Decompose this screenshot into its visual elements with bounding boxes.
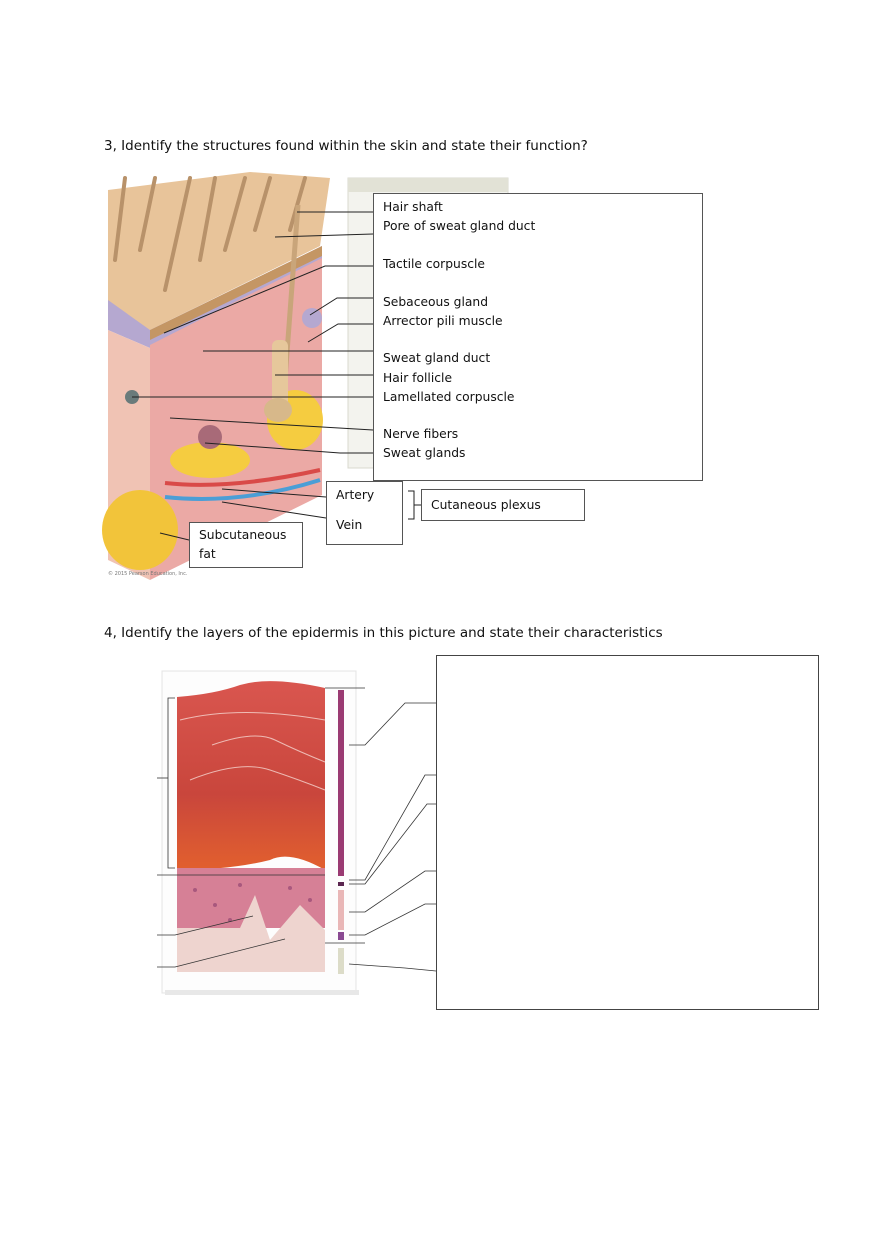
label-fat: fat (199, 547, 216, 561)
label-pore: Pore of sweat gland duct (383, 219, 536, 233)
label-sweat-gland-duct: Sweat gland duct (383, 351, 491, 365)
fat-box (189, 522, 303, 568)
question-4: 4, Identify the layers of the epidermis … (104, 625, 663, 641)
label-sweat-glands: Sweat glands (383, 446, 466, 460)
vessel-box (326, 481, 403, 545)
label-arrector-pili: Arrector pili muscle (383, 314, 503, 328)
label-sebaceous-gland: Sebaceous gland (383, 295, 489, 309)
label-hair-follicle: Hair follicle (383, 371, 453, 385)
answer-box[interactable] (436, 655, 819, 1010)
copyright-text: © 2015 Pearson Education, Inc. (108, 571, 188, 577)
label-nerve-fibers: Nerve fibers (383, 427, 459, 441)
label-tactile-corpuscle: Tactile corpuscle (383, 257, 485, 271)
question-3: 3, Identify the structures found within … (104, 138, 588, 154)
label-hair-shaft: Hair shaft (383, 200, 443, 214)
label-vein: Vein (336, 518, 363, 532)
label-lamellated-corpuscle: Lamellated corpuscle (383, 390, 515, 404)
label-subcutaneous: Subcutaneous (199, 528, 287, 542)
plexus-box (421, 489, 585, 521)
label-artery: Artery (336, 488, 375, 502)
label-cutaneous-plexus: Cutaneous plexus (431, 498, 541, 512)
labels-box (373, 193, 703, 481)
